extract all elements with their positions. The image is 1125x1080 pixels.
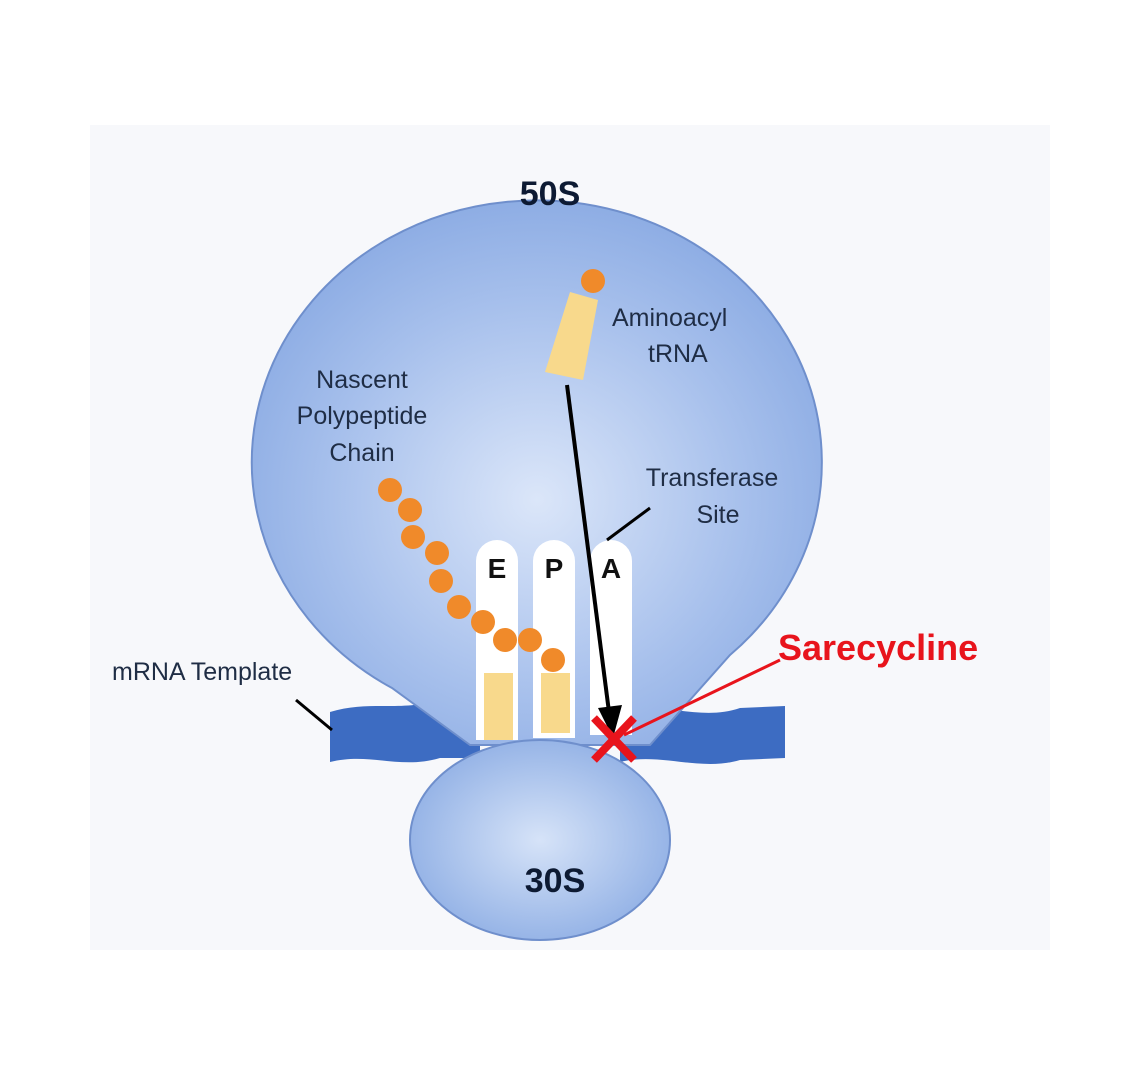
amino-acid — [398, 498, 422, 522]
aminoacyl-amino-acid — [581, 269, 605, 293]
label-50s: 50S — [520, 175, 581, 213]
small-subunit-30s — [409, 739, 671, 941]
p-site-trna — [541, 673, 570, 733]
mrna-pointer — [295, 698, 333, 732]
amino-acid — [378, 478, 402, 502]
amino-acid — [493, 628, 517, 652]
blocked-x-icon — [591, 715, 637, 763]
amino-acid — [429, 569, 453, 593]
amino-acid — [401, 525, 425, 549]
site-p-label: P — [545, 553, 564, 584]
e-site-trna — [484, 673, 513, 740]
site-e-label: E — [488, 553, 507, 584]
large-subunit-50s — [250, 199, 823, 746]
a-site — [590, 540, 632, 735]
arrow-to-a-site — [565, 384, 622, 738]
label-aminoacyl-1: Aminoacyl — [612, 304, 727, 332]
amino-acid — [471, 610, 495, 634]
label-mrna: mRNA Template — [112, 658, 292, 686]
label-30s: 30S — [525, 862, 586, 900]
label-nascent-2: Polypeptide — [297, 402, 428, 430]
label-nascent-3: Chain — [329, 439, 394, 467]
label-transferase-2: Site — [696, 501, 739, 529]
site-a-label: A — [601, 553, 621, 584]
label-nascent-1: Nascent — [316, 366, 408, 394]
label-transferase-1: Transferase — [646, 464, 778, 492]
transferase-pointer — [606, 506, 651, 542]
amino-acid — [541, 648, 565, 672]
polypeptide-chain — [378, 478, 565, 672]
amino-acid — [425, 541, 449, 565]
amino-acid — [518, 628, 542, 652]
label-aminoacyl-2: tRNA — [648, 340, 708, 368]
aminoacyl-trna-shape — [545, 292, 598, 380]
drug-pointer — [623, 658, 781, 737]
label-sarecycline: Sarecycline — [778, 627, 978, 668]
amino-acid — [447, 595, 471, 619]
